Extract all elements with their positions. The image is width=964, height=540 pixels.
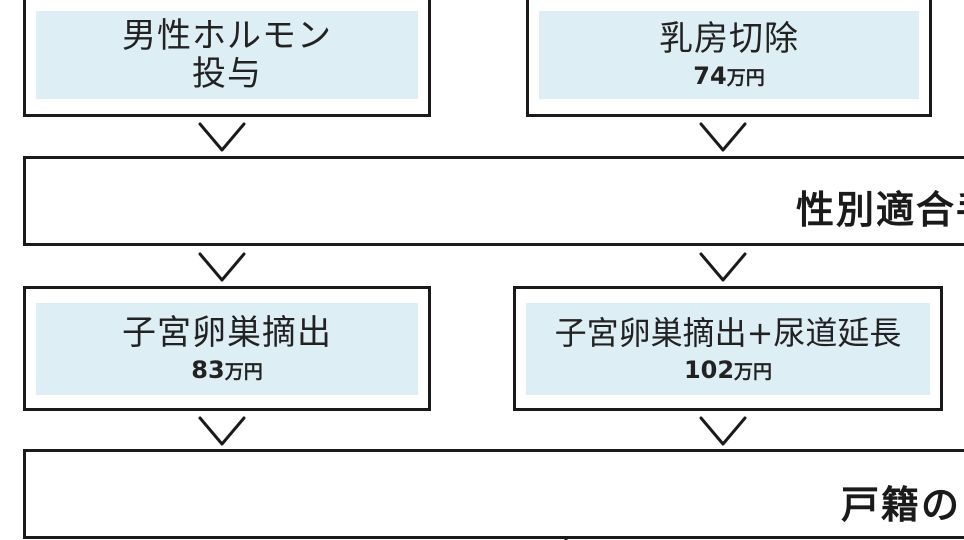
male-hormone-label-line1: 男性ホルモン [122, 16, 332, 56]
family-register-band-label: 戸籍の [841, 483, 962, 527]
hysterectomy-cost-value: 83 [191, 356, 225, 384]
hysterectomy-box-fill: 子宮卵巣摘出 83万円 [36, 303, 418, 395]
hysterectomy-cost: 83万円 [191, 356, 262, 384]
hysterectomy-urethra-cost-unit: 万円 [734, 361, 773, 383]
arrow-male-hormone-down [198, 122, 246, 152]
arrow-hysterectomy-urethra-down [699, 416, 747, 446]
family-register-band: 戸籍の [23, 449, 964, 539]
gender-surgery-band-label: 性別適合手 [796, 188, 964, 232]
hysterectomy-urethra-cost-value: 102 [683, 356, 735, 384]
mastectomy-cost-value: 74 [693, 62, 727, 90]
hysterectomy-urethra-cost: 102万円 [684, 356, 772, 384]
mastectomy-cost: 74万円 [693, 62, 764, 90]
mastectomy-cost-unit: 万円 [726, 67, 765, 89]
male-hormone-label-line2: 投与 [192, 54, 262, 94]
male-hormone-box: 男性ホルモン 投与 [23, 0, 431, 117]
hysterectomy-label: 子宮卵巣摘出 [122, 313, 332, 353]
mastectomy-label: 乳房切除 [659, 19, 799, 59]
hysterectomy-cost-unit: 万円 [224, 361, 263, 383]
mastectomy-box: 乳房切除 74万円 [526, 0, 932, 117]
mastectomy-box-fill: 乳房切除 74万円 [539, 11, 919, 99]
arrow-band1-right-down [699, 252, 747, 282]
male-hormone-box-fill: 男性ホルモン 投与 [36, 11, 418, 99]
hysterectomy-urethra-box: 子宮卵巣摘出+尿道延長 102万円 [513, 286, 943, 411]
arrow-mastectomy-down [699, 122, 747, 152]
hysterectomy-box: 子宮卵巣摘出 83万円 [23, 286, 431, 411]
hysterectomy-urethra-box-fill: 子宮卵巣摘出+尿道延長 102万円 [526, 303, 930, 395]
gender-surgery-band: 性別適合手 [23, 156, 964, 246]
arrow-hysterectomy-down [198, 416, 246, 446]
hysterectomy-urethra-label: 子宮卵巣摘出+尿道延長 [554, 314, 902, 352]
arrow-band1-left-down [198, 252, 246, 282]
